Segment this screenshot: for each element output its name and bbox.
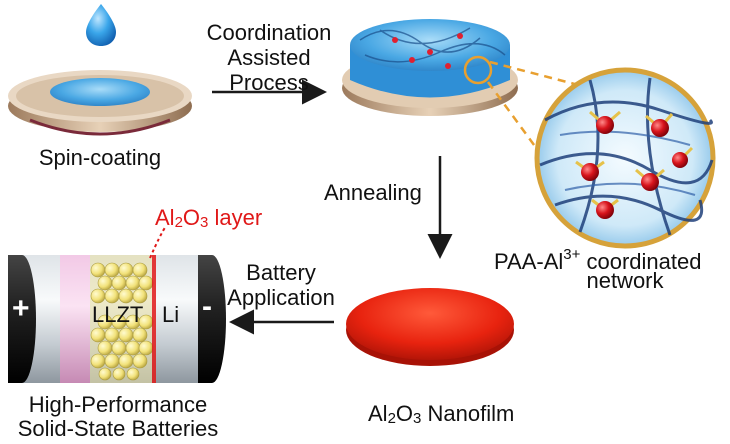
battery-label-line2: Application <box>227 285 335 310</box>
coordination-label-line2: Assisted <box>227 45 311 70</box>
battery-plus-terminal: + <box>12 292 30 325</box>
nanofilm-label-o: O <box>395 401 414 426</box>
nanofilm-label-sub1: 2 <box>387 410 396 427</box>
layer-label-o: O <box>182 205 201 230</box>
al2o3-layer-label: Al2O3 layer <box>155 205 262 235</box>
network-zoom-circle <box>534 67 716 249</box>
zoom-line-bottom <box>486 81 558 176</box>
annealing-label: Annealing <box>324 180 422 205</box>
battery-minus-terminal: - <box>202 290 212 323</box>
network-label-prefix: PAA-Al <box>494 249 564 274</box>
zoom-line-top <box>489 60 591 90</box>
network-label-line2: network <box>586 268 664 293</box>
nanofilm-disc <box>346 288 514 366</box>
battery-cylinder <box>8 255 226 383</box>
nanofilm-label-rest: Nanofilm <box>421 401 515 426</box>
li-label: Li <box>162 302 180 327</box>
layer-label-al: Al <box>155 205 175 230</box>
nanofilm-label-al: Al <box>368 401 388 426</box>
nanofilm-label: Al2O3 Nanofilm <box>368 401 514 431</box>
network-label-suffix: coordinated <box>580 249 702 274</box>
layer-label-sub1: 2 <box>174 214 183 231</box>
coordination-label-line3: Process <box>229 70 309 95</box>
layer-label-sub2: 3 <box>200 214 209 231</box>
battery-caption-line2: Solid-State Batteries <box>17 416 219 441</box>
llzt-label: LLZT <box>92 302 144 327</box>
battery-label-line1: Battery <box>246 260 316 285</box>
water-drop-icon <box>86 4 116 46</box>
coordination-label-line1: Coordination <box>206 20 332 45</box>
battery-caption-line1: High-Performance <box>28 392 208 417</box>
spin-coating-label: Spin-coating <box>38 145 162 170</box>
coordination-gel-disc <box>342 19 518 116</box>
nanofilm-label-sub2: 3 <box>413 410 422 427</box>
layer-label-rest: layer <box>208 205 263 230</box>
network-label-superscript: 3+ <box>563 246 581 263</box>
network-label-line1: PAA-Al3+ coordinated <box>494 242 701 274</box>
spin-coating-disc <box>8 70 192 136</box>
